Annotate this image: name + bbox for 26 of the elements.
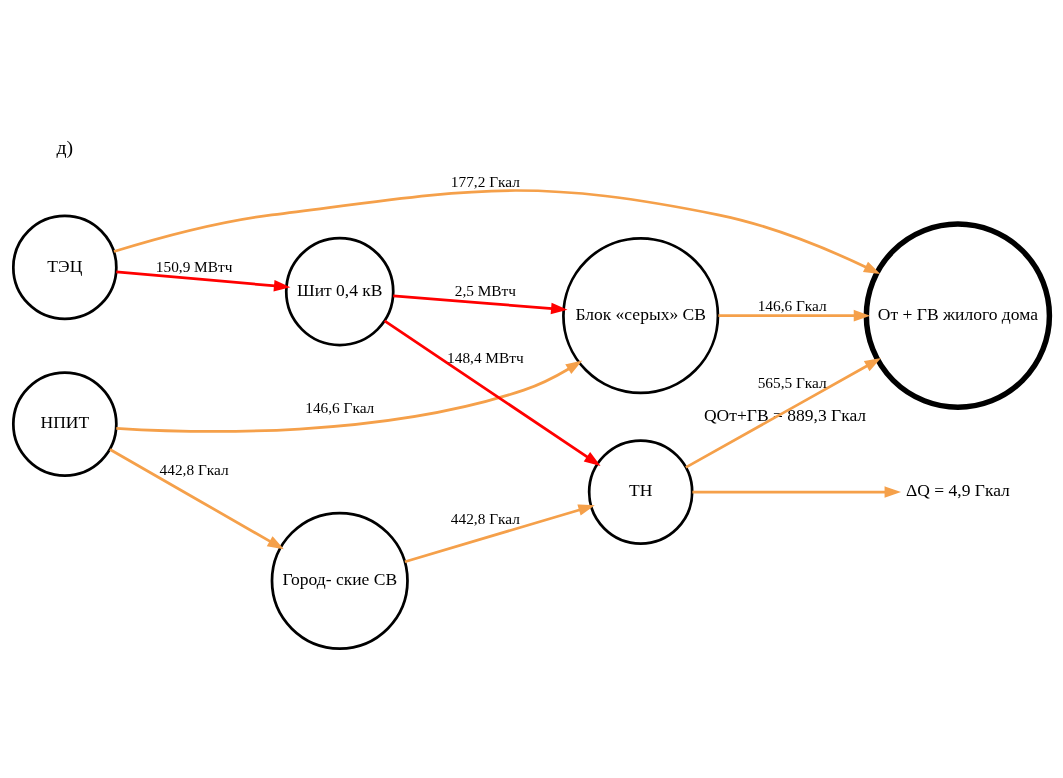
- edge-label: 148,4 МВтч: [447, 348, 524, 366]
- label: д): [56, 135, 74, 158]
- edge-label: 565,5 Гкал: [757, 374, 827, 392]
- edge-label: 2,5 МВтч: [454, 282, 516, 300]
- node-circle: Шит 0,4 кВ: [284, 236, 395, 347]
- arrow: [116, 270, 291, 292]
- node-circle: ТН: [587, 439, 694, 545]
- edge-label: 146,6 Гкал: [757, 297, 827, 315]
- arrow: [113, 189, 881, 275]
- arrow: [692, 486, 902, 498]
- edge-label: 442,8 Гкал: [159, 460, 229, 478]
- node-circle: ТЭЦ: [11, 214, 118, 321]
- arrow: [718, 309, 871, 322]
- edge-label: 146,6 Гкал: [305, 399, 375, 417]
- node-circle: НПИТ: [11, 371, 118, 477]
- edge-label: 177,2 Гкал: [450, 172, 520, 190]
- arrow: [383, 319, 601, 466]
- arrow: [116, 360, 583, 433]
- edge-label: 442,8 Гкал: [450, 510, 520, 528]
- arrow: [685, 358, 882, 469]
- arrow: [404, 504, 595, 564]
- edge-label: 150,9 МВтч: [155, 258, 233, 276]
- node-circle: Город- ские СВ: [270, 511, 409, 650]
- arrow: [393, 294, 568, 315]
- arrow: [109, 448, 284, 550]
- node-text: ΔQ = 4,9 Гкал: [905, 480, 1010, 501]
